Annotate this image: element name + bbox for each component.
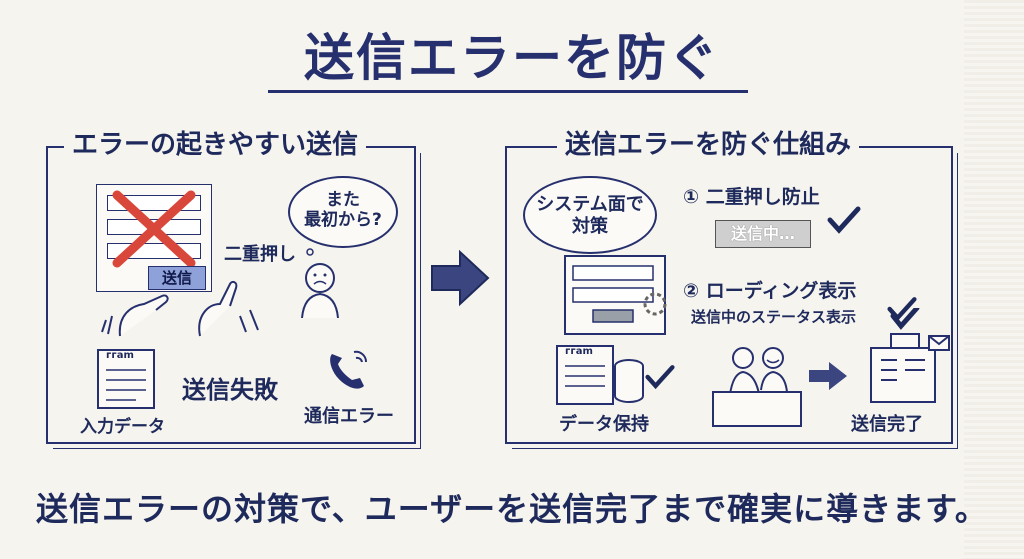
- network-error-label: 通信エラー: [304, 406, 394, 427]
- check-icon: [645, 365, 675, 390]
- support-staff-icon: [712, 347, 802, 427]
- send-complete-label: 送信完了: [851, 414, 923, 435]
- data-storage-icon: [556, 345, 644, 405]
- right-panel: 送信エラーを防ぐ仕組み システム面で 対策 ① 二重押し防止 送信中… ② ロー…: [505, 124, 958, 449]
- data-retention-label: データ保持: [559, 414, 649, 435]
- status-display-label: 送信中のステータス表示: [691, 308, 857, 326]
- sending-button-illustration: 送信中…: [715, 220, 811, 248]
- thought-line-1: また: [326, 190, 360, 210]
- right-panel-title: 送信エラーを防ぐ仕組み: [557, 124, 860, 161]
- double-press-prevention-label: ① 二重押し防止: [683, 186, 820, 208]
- check-icon: [887, 297, 917, 322]
- double-press-label: 二重押し: [224, 244, 296, 265]
- double-press-hands-icon: [101, 280, 259, 337]
- form-row: [107, 243, 201, 259]
- document-heading: ᴦᴦam: [565, 346, 593, 357]
- send-button-illustration: 送信: [148, 266, 206, 290]
- input-data-label: 入力データ: [80, 417, 165, 437]
- title-underline: [268, 90, 748, 93]
- document-heading: ᴦᴦam: [106, 350, 134, 361]
- speech-line-1: システム面で: [536, 194, 644, 215]
- left-panel-title: エラーの起きやすい送信: [64, 124, 367, 161]
- thought-line-2: 最初から?: [304, 210, 382, 230]
- send-fail-label: 送信失敗: [182, 376, 278, 404]
- speech-bubble: システム面で 対策: [523, 176, 657, 254]
- form-row: [107, 219, 201, 235]
- phone-signal-icon: [330, 350, 368, 389]
- page-title: 送信エラーを防ぐ: [304, 29, 720, 87]
- check-icon: [827, 206, 861, 234]
- left-panel: エラーの起きやすい送信 送信 二重押し また 最初から? ᴦᴦam 入力データ …: [46, 124, 421, 449]
- small-arrow-icon: [809, 362, 847, 390]
- red-x-icon: [112, 190, 196, 268]
- sad-user-icon: [301, 248, 339, 318]
- input-document-icon: [97, 349, 155, 409]
- form-row: [107, 195, 201, 211]
- flow-arrow-icon: [431, 249, 490, 307]
- footer-message: 送信エラーの対策で、ユーザーを送信完了まで確実に導きます。: [36, 490, 988, 528]
- register-complete-icon: [870, 308, 950, 403]
- speech-line-2: 対策: [572, 216, 608, 237]
- paper-edge-texture: [964, 0, 1024, 559]
- loading-display-label: ② ローディング表示: [683, 280, 857, 302]
- thought-bubble: また 最初から?: [288, 176, 398, 248]
- loading-form-icon: [564, 255, 667, 335]
- form-illustration: [96, 184, 212, 292]
